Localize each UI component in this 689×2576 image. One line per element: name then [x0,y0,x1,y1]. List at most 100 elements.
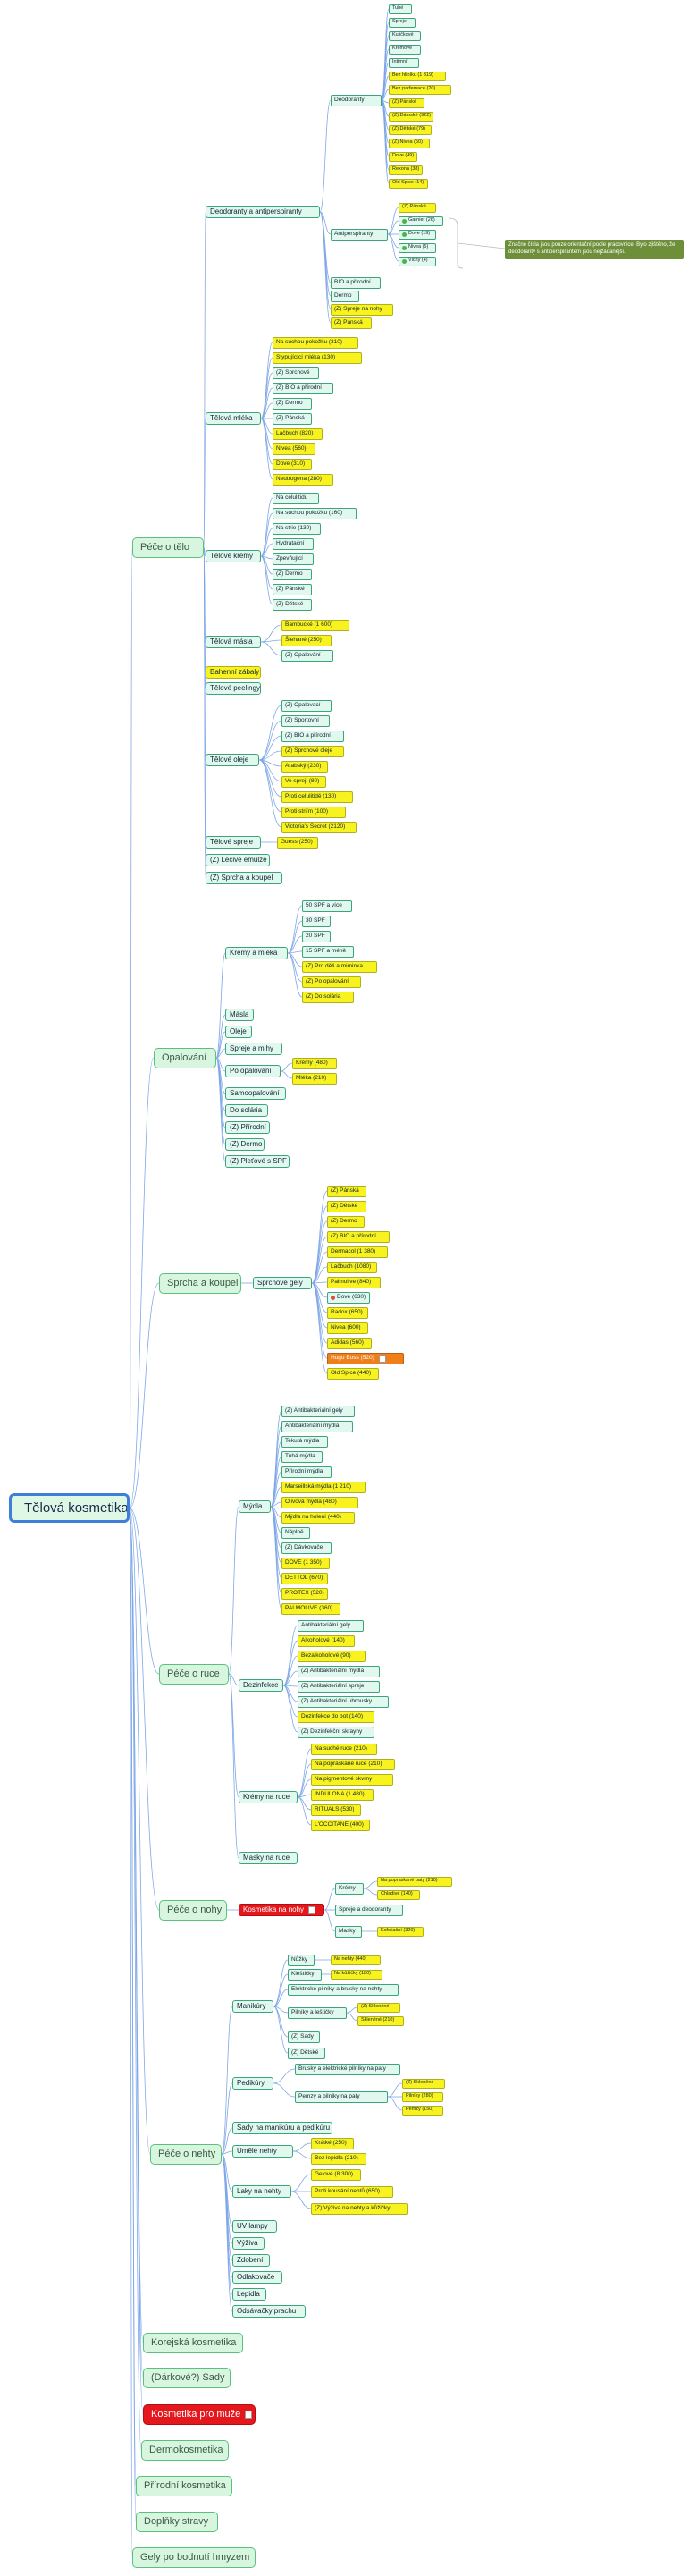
node-mleka-6[interactable]: (Z) Pánská [273,412,312,425]
node-laky[interactable]: Laky na nehty [232,2185,291,2198]
node-kr-ruce-6[interactable]: L'OCCITANE (400) [311,1819,370,1831]
node-telova-mleka[interactable]: Tělová mléka [206,412,261,425]
node-oleje-6[interactable]: Ve spreji (80) [281,775,326,788]
node-po-op-2[interactable]: Mléka (210) [292,1072,337,1085]
node-red-l1[interactable]: Kosmetika pro muže [143,2403,256,2425]
node-po-op-1[interactable]: Krémy (480) [292,1057,337,1069]
node-deo-4[interactable]: Krémové [389,44,421,55]
node-ped-2[interactable]: Pemzy a pilníky na paty [295,2090,388,2103]
node-deodoranty[interactable]: Deodoranty [331,94,382,106]
node-deo-7[interactable]: Bez parfemace (20) [389,84,451,95]
node-opal-masla[interactable]: Másla [225,1009,254,1021]
node-pece-o-nohy[interactable]: Péče o nohy [159,1899,227,1921]
node-masla-2[interactable]: Šlehané (250) [281,634,332,646]
node-telove-kremy[interactable]: Tělové krémy [206,550,261,562]
node-deo-panske[interactable]: (Z) Pánská [331,317,372,329]
node-umele-1[interactable]: Krátké (250) [311,2137,354,2149]
node-gely-10[interactable]: Nivea (600) [327,1322,368,1334]
node-man-nuzky-1[interactable]: Na nehty (440) [331,1955,381,1965]
node-do-solaria[interactable]: Do solária [225,1104,268,1117]
node-mydla-10[interactable]: (Z) Dávkovače [281,1541,332,1554]
node-laky-1[interactable]: Gelové (8 300) [311,2168,361,2181]
node-deo-12[interactable]: Dove (49) [389,151,417,162]
node-anti-1[interactable]: (Z) Pánské [399,202,436,213]
node-telove-peelingy[interactable]: Tělové peelingy [206,682,261,695]
node-telove-spreje[interactable]: Tělové spreje [206,836,261,849]
node-deo-2[interactable]: Spreje [389,17,416,28]
node-man-pilniky[interactable]: Pilníky a leštičky [288,2006,347,2019]
node-deo-11[interactable]: (Z) Nivea (50) [389,138,430,148]
node-dez-6[interactable]: (Z) Antibakteriální ubrousky [298,1695,389,1708]
node-sprcha-koupel[interactable]: Sprcha a koupel [159,1272,241,1294]
node-dez-1[interactable]: Antibakteriální gely [298,1619,364,1632]
node-mydla-12[interactable]: DETTOL (670) [281,1572,328,1584]
node-gely-5[interactable]: Dermacol (1 380) [327,1246,388,1258]
node-lepidla[interactable]: Lepidla [232,2288,266,2301]
node-kr-ruce-3[interactable]: Na pigmentové skvrny [311,1773,393,1786]
node-manikura[interactable]: Manikúry [232,2000,273,2013]
node-dez-8[interactable]: (Z) Dezinfekční skrayny [298,1726,374,1738]
node-dez-2[interactable]: Alkoholové (140) [298,1634,355,1647]
node-samoopalovani[interactable]: Samoopalování [225,1087,286,1100]
node-mydla-7[interactable]: Olivová mýdla (480) [281,1496,358,1508]
node-odlakovace[interactable]: Odlakovače [232,2271,282,2284]
node-gely-8[interactable]: Dove (630) [327,1291,370,1304]
node-telova-masla[interactable]: Tělová másla [206,636,261,648]
node-kremy-1[interactable]: Na celulitidu [273,492,319,504]
node-mleka-7[interactable]: Lačbuch (820) [273,427,323,440]
node-deo-13[interactable]: Rexona (38) [389,165,423,175]
node-kremy-3[interactable]: Na strie (130) [273,522,321,535]
node-vyziva[interactable]: Výživa [232,2237,265,2250]
node-kremy-5[interactable]: Zpevňující [273,553,314,565]
node-opal-prirodni[interactable]: (Z) Přírodní [225,1121,270,1134]
node-lecive-emulze[interactable]: (Z) Léčivé emulze [206,854,270,866]
node-nohy-spreje[interactable]: Spreje a deodoranty [335,1904,403,1916]
node-opal-k-7[interactable]: (Z) Do solária [302,991,354,1003]
node-opal-k-3[interactable]: 20 SPF [302,930,331,942]
node-darkove-sady[interactable]: (Dárkové?) Sady [143,2367,231,2388]
node-deo-bio[interactable]: BIO a přírodní [331,276,381,289]
node-mleka-2[interactable]: Stypujícící mléka (130) [273,351,362,364]
node-mydla-8[interactable]: Mýdla na holení (440) [281,1511,355,1524]
node-dezinfekce[interactable]: Dezinfekce [239,1679,283,1692]
node-kremy-2[interactable]: Na suchou pokožku (160) [273,507,357,519]
node-ped-1[interactable]: Brusky a elektrické pilníky na paty [295,2063,400,2075]
node-kremy-ruce[interactable]: Krémy na ruce [239,1791,298,1803]
node-deo-anti[interactable]: Deodoranty a antiperspiranty [206,206,320,218]
node-opal-k-5[interactable]: (Z) Pro děti a miminka [302,960,377,973]
node-deo-14[interactable]: Old Spice (14) [389,178,428,189]
node-opal-k-6[interactable]: (Z) Po opalování [302,976,361,988]
node-pece-o-telo[interactable]: Péče o tělo [132,536,204,558]
node-mydla-13[interactable]: PROTEX (520) [281,1587,328,1600]
node-opal-kremy[interactable]: Krémy a mléka [225,947,288,959]
node-spreje-1[interactable]: Guess (250) [277,836,318,849]
node-mleka-5[interactable]: (Z) Dermo [273,397,312,410]
node-deo-3[interactable]: Kuličkové [389,30,421,41]
node-kr-ruce-4[interactable]: INDULONA (1 480) [311,1788,374,1801]
node-man-elektr[interactable]: Elektrické pilníky a brusky na nehty [288,1983,399,1996]
node-sprchove-gely[interactable]: Sprchové gely [253,1277,312,1289]
node-opal-pletove[interactable]: (Z) Pleťové s SPF [225,1155,290,1168]
node-dez-7[interactable]: Dezinfekce do bot (140) [298,1710,374,1723]
node-korejska[interactable]: Korejská kosmetika [143,2332,243,2353]
node-mydla-14[interactable]: PALMOLIVE (360) [281,1602,340,1615]
node-umele-2[interactable]: Bez lepidla (210) [311,2152,366,2165]
node-dez-4[interactable]: (Z) Antibakteriální mýdla [298,1665,380,1677]
node-anti-3[interactable]: Dove (19) [399,229,436,240]
node-opal-dermo[interactable]: (Z) Dermo [225,1138,265,1151]
node-oleje-9[interactable]: Victoria's Secret (2120) [281,821,357,833]
node-gely-1[interactable]: (Z) Pánská [327,1185,366,1197]
node-pece-o-ruce[interactable]: Péče o ruce [159,1663,229,1685]
node-masky-ruce[interactable]: Masky na ruce [239,1852,298,1864]
node-deo-8[interactable]: (Z) Pánské [389,97,424,108]
node-opal-k-4[interactable]: 15 SPF a méně [302,945,354,958]
node-mydla-3[interactable]: Tekutá mýdla [281,1435,328,1448]
node-kr-ruce-1[interactable]: Na suché ruce (210) [311,1743,377,1755]
node-gely-12[interactable]: Hugo Boss (520) [327,1352,404,1364]
node-laky-3[interactable]: (Z) Výživa na nehty a kůžičky [311,2202,408,2215]
node-uv-lampy[interactable]: UV lampy [232,2220,277,2233]
node-nohy-k-1[interactable]: Na popraskané paty (210) [377,1876,452,1887]
node-gely-7[interactable]: Palmolive (840) [327,1276,381,1288]
node-mydla-11[interactable]: DOVE (1 350) [281,1557,330,1569]
node-gely-4[interactable]: (Z) BIO a přírodní [327,1230,390,1243]
